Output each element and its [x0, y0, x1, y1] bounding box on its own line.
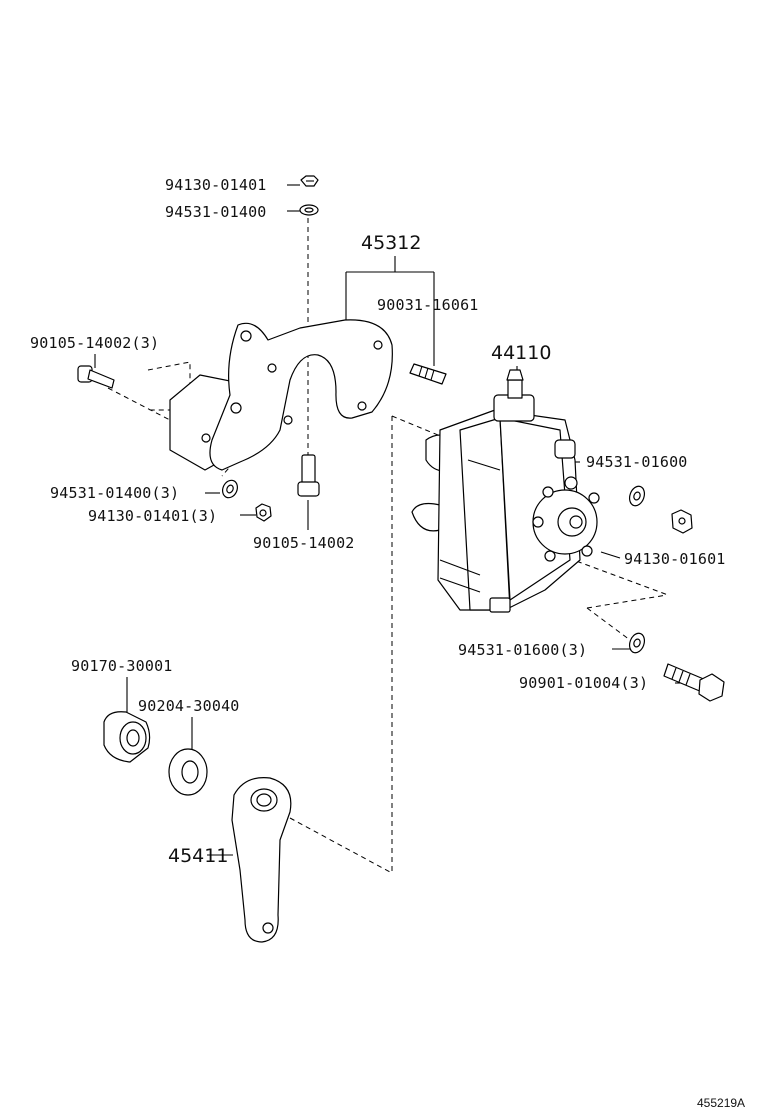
callout-washer-left-3[interactable]: 94531-01400(3) — [50, 484, 179, 502]
callout-washer-lower-3[interactable]: 94531-01600(3) — [458, 641, 587, 659]
callout-bolt-left[interactable]: 90105-14002(3) — [30, 334, 159, 352]
bolt-lower-icon[interactable] — [663, 663, 725, 702]
callout-nut-left-3[interactable]: 94130-01401(3) — [88, 507, 217, 525]
washer-lower-icon[interactable] — [627, 631, 647, 655]
mounting-bracket-icon[interactable] — [147, 319, 393, 471]
callout-gear-box[interactable]: 44110 — [491, 342, 551, 364]
large-nut-icon[interactable] — [103, 711, 151, 763]
large-washer-icon[interactable] — [168, 748, 208, 796]
bolt-icon[interactable] — [77, 365, 115, 389]
steering-gear-box-icon[interactable] — [411, 369, 600, 613]
callout-bolt-lower-3[interactable]: 90901-01004(3) — [519, 674, 648, 692]
bolt-center-icon[interactable] — [297, 454, 320, 497]
nut-right-icon[interactable] — [671, 509, 693, 534]
washer-left-icon[interactable] — [220, 478, 240, 500]
stud-icon[interactable] — [409, 363, 447, 385]
washer-icon[interactable] — [299, 204, 319, 216]
callout-stud[interactable]: 90031-16061 — [377, 296, 479, 314]
callout-nut-top[interactable]: 94130-01401 — [165, 176, 267, 194]
callout-bracket[interactable]: 45312 — [361, 232, 421, 254]
washer-right-icon[interactable] — [627, 484, 647, 508]
nut-left-icon[interactable] — [255, 503, 272, 522]
callout-washer-top[interactable]: 94531-01400 — [165, 203, 267, 221]
reference-id: 455219A — [697, 1096, 745, 1110]
hex-nut-icon[interactable] — [300, 175, 319, 187]
callout-nut-right[interactable]: 94130-01601 — [624, 550, 726, 568]
callout-pitman-arm[interactable]: 45411 — [168, 845, 228, 867]
callout-bolt-center[interactable]: 90105-14002 — [253, 534, 355, 552]
callout-washer-right[interactable]: 94531-01600 — [586, 453, 688, 471]
pitman-arm-icon[interactable] — [231, 777, 292, 943]
callout-nut-large[interactable]: 90170-30001 — [71, 657, 173, 675]
callout-washer-large[interactable]: 90204-30040 — [138, 697, 240, 715]
